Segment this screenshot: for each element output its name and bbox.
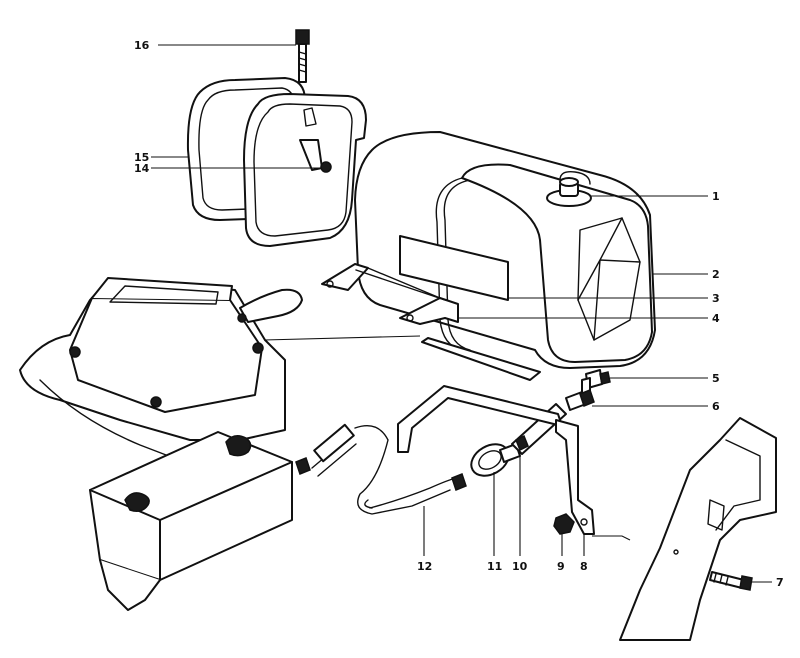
part-8-mounting-bracket xyxy=(397,385,595,535)
callout-8: 8 xyxy=(580,560,588,573)
part-7-bolt xyxy=(709,571,753,591)
callout-16: 16 xyxy=(134,39,150,52)
callout-10: 10 xyxy=(512,560,528,573)
callout-3: 3 xyxy=(712,292,720,305)
part-9-nut xyxy=(553,513,575,535)
part-3-pad-strip xyxy=(399,235,541,381)
callout-5: 5 xyxy=(712,372,720,385)
part-1-filler-cap xyxy=(546,177,592,207)
part-14-frame-bracket xyxy=(243,93,367,247)
callout-9: 9 xyxy=(557,560,565,573)
part-4-support-bracket xyxy=(321,263,459,325)
part-11-fuel-pump xyxy=(470,443,521,477)
callout-4: 4 xyxy=(712,312,720,325)
callout-11: 11 xyxy=(487,560,502,573)
part-16-bolt xyxy=(295,29,310,83)
leader-lines xyxy=(151,44,772,583)
callout-labels: 16 15 14 1 2 3 4 5 6 7 8 9 10 11 12 xyxy=(134,39,784,589)
callout-2: 2 xyxy=(712,268,720,281)
callout-15: 15 xyxy=(134,151,149,164)
engine-block xyxy=(19,277,303,469)
air-cleaner-box xyxy=(89,431,293,611)
part-6-elbow-fitting xyxy=(565,389,595,411)
callout-12: 12 xyxy=(417,560,432,573)
callout-14: 14 xyxy=(134,162,150,175)
callout-7: 7 xyxy=(776,576,784,589)
frame-panel xyxy=(619,417,777,641)
callout-6: 6 xyxy=(712,400,720,413)
part-12-fuel-hose xyxy=(295,423,467,515)
callout-1: 1 xyxy=(712,190,720,203)
